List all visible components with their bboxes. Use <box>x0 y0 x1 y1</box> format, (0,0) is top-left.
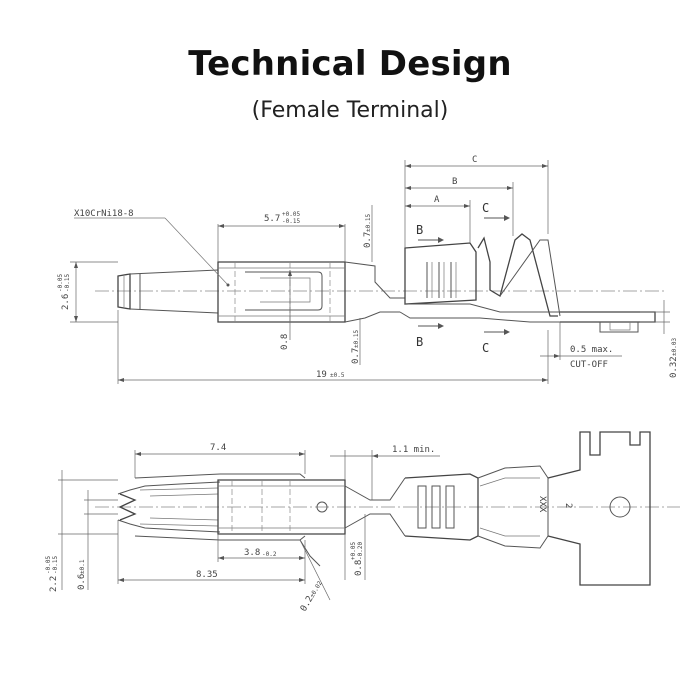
page-title: Technical Design <box>188 44 512 84</box>
wire-crimp <box>404 242 477 305</box>
top-wire-crimp <box>404 473 479 541</box>
dim-19-tol: ±0.5 <box>330 372 345 379</box>
pilot-hole <box>609 496 631 518</box>
mark-2: 2 <box>563 503 573 508</box>
section-b-bottom: B <box>416 335 423 349</box>
dim-3-8: 3.8 <box>244 548 260 558</box>
dim-3-8-tol: -0.2 <box>262 551 277 558</box>
dim-2-2: 2.2 <box>49 576 59 592</box>
dim-5-7-tol-upper: +0.05 <box>282 211 300 218</box>
upper-spring <box>134 473 306 479</box>
section-c-top: C <box>482 201 489 215</box>
page-subtitle: (Female Terminal) <box>251 98 449 123</box>
dim-0-2-tol: ±0.02 <box>309 580 324 599</box>
top-view: XXX 2 7.4 1.1 min. 3.8 -0.2 8.35 <box>45 431 680 614</box>
dim-2-6: 2.6 <box>61 294 71 310</box>
dim-2-2-tol-upper: -0.05 <box>45 556 52 574</box>
dim-2-6-tol-lower: -0.15 <box>64 274 71 292</box>
dim-0-7-top: 0.7 <box>363 232 373 248</box>
dim-0-8-top: 0.8 <box>354 560 364 576</box>
lower-spring <box>134 535 306 541</box>
dim-B: B <box>452 177 457 187</box>
section-c-bottom: C <box>482 341 489 355</box>
carrier-strip <box>547 431 651 586</box>
dim-1-1-min: 1.1 min. <box>392 445 435 455</box>
dim-0-7-bottom-tol: ±0.15 <box>353 330 360 348</box>
dim-0-6: 0.6 <box>77 574 87 590</box>
dim-A: A <box>434 195 440 205</box>
cut-off-label: CUT-OFF <box>570 360 608 370</box>
dim-0-6-tol: ±0.1 <box>79 559 86 574</box>
dim-0-32-tol: ±0.03 <box>671 338 678 356</box>
dim-0-8-top-tol-upper: +0.05 <box>350 542 357 560</box>
dim-0-7-bottom: 0.7 <box>351 348 361 364</box>
side-view: X10CrNi18-8 5.7 +0.05 -0.15 2.6 -0.05 -0… <box>57 155 679 384</box>
dim-C: C <box>472 155 477 165</box>
dim-19: 19 <box>316 370 327 380</box>
carrier-tab <box>560 311 656 323</box>
dim-5-7-tol-lower: -0.15 <box>282 218 300 225</box>
contact-spring-tip <box>118 493 137 521</box>
dim-8-35: 8.35 <box>196 570 218 580</box>
dim-2-6-tol-upper: -0.05 <box>57 274 64 292</box>
dim-0-8-top-tol-lower: -0.20 <box>357 542 364 560</box>
material-label: X10CrNi18-8 <box>74 209 134 219</box>
dim-0-7-top-tol: ±0.15 <box>365 214 372 232</box>
section-b-top: B <box>416 223 423 237</box>
dim-0-32: 0.32 <box>669 356 679 378</box>
dim-0-8-side: 0.8 <box>280 334 290 350</box>
contact-body <box>217 261 346 323</box>
insulation-crimp <box>477 233 558 317</box>
dim-2-2-tol-lower: -0.15 <box>52 556 59 574</box>
dim-0-5-max: 0.5 max. <box>570 345 613 355</box>
top-insulation-crimp <box>477 465 549 549</box>
mark-xxx: XXX <box>537 496 547 513</box>
dim-7-4: 7.4 <box>210 443 226 453</box>
dim-5-7: 5.7 <box>264 214 280 224</box>
